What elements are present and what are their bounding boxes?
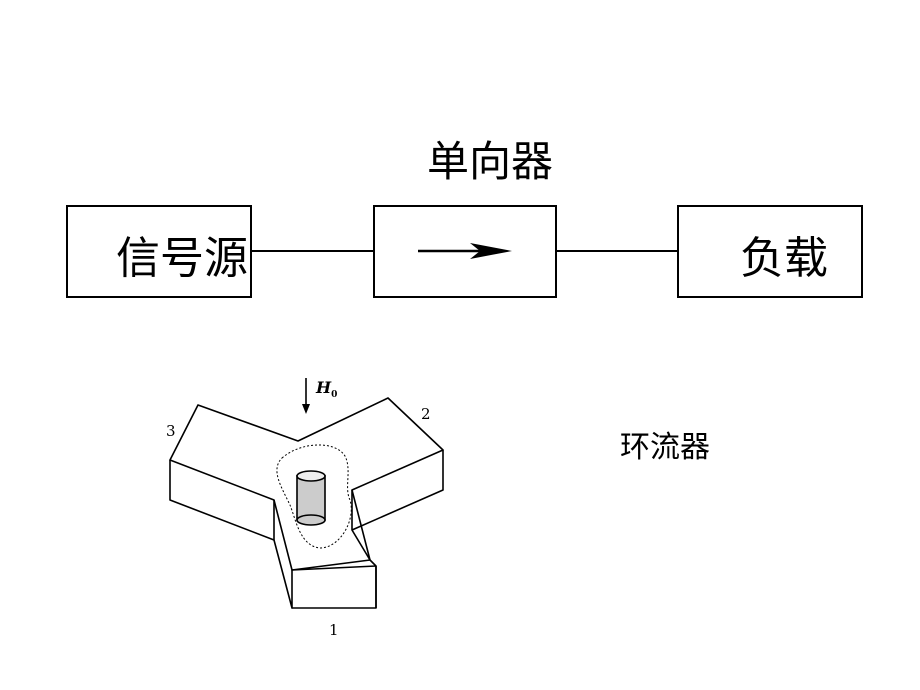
direction-arrow-icon bbox=[418, 243, 512, 259]
signal-source-box bbox=[66, 205, 252, 298]
port-2-label: 2 bbox=[421, 405, 431, 423]
port-3-label: 3 bbox=[166, 422, 176, 440]
load-box bbox=[677, 205, 863, 298]
signal-source-label: 信号源 bbox=[116, 233, 248, 284]
port-1-label: 1 bbox=[329, 621, 339, 639]
cutaway-region bbox=[276, 444, 352, 549]
field-label: H0 bbox=[316, 378, 338, 401]
circulator-title: 环流器 bbox=[620, 430, 710, 465]
load-label: 负载 bbox=[740, 233, 828, 284]
isolator-to-load-line bbox=[555, 250, 679, 252]
field-arrow-icon bbox=[302, 378, 310, 414]
ferrite-cylinder bbox=[296, 470, 326, 526]
source-to-isolator-line bbox=[250, 250, 375, 252]
isolator-title: 单向器 bbox=[426, 137, 553, 186]
